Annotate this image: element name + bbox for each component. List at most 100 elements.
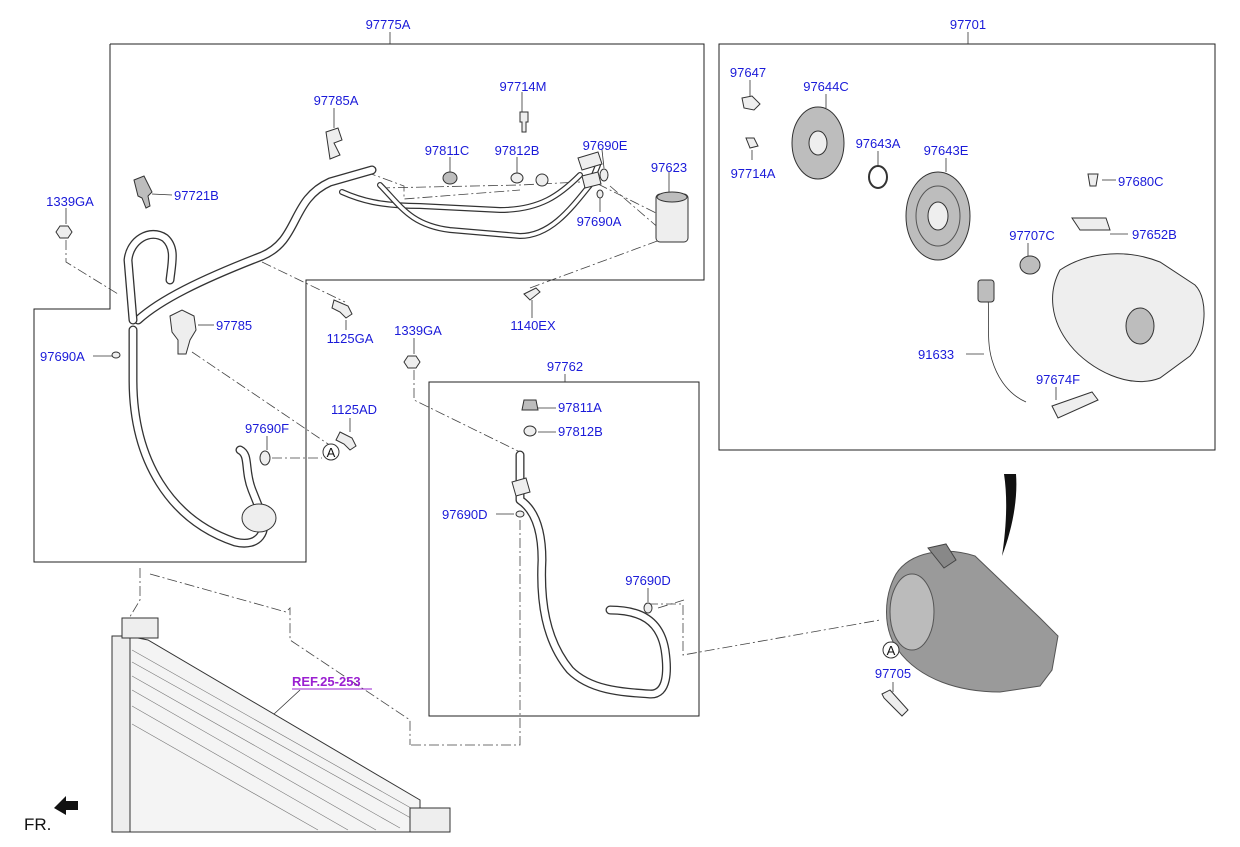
o-ring-97690a-left [111,351,121,359]
label-97690a-left: 97690A [40,349,85,364]
label-97811c: 97811C [425,143,470,158]
label-97705: 97705 [875,666,911,681]
label-97690e: 97690E [583,138,628,153]
label-1339ga-mid: 1339GA [394,323,442,338]
assembly-line [379,181,581,189]
muffler [241,503,277,533]
switch-97674f [1051,391,1099,419]
compressor-top-fitting [927,543,957,569]
bracket-97652b [1071,217,1111,231]
assembly-line [413,370,521,453]
bolt-97714m [519,111,529,133]
bracket-97785a [325,127,343,160]
box-97775a [33,43,705,563]
nut-1339ga-left [55,225,73,239]
suction-pipe-core [516,451,670,698]
leader-ref [273,689,301,715]
condenser-header [121,617,159,639]
cap-97811a [521,399,539,411]
bolt-1125ga [331,299,353,319]
label-97690f: 97690F [245,421,289,436]
assembly-line [657,599,685,609]
reference-link[interactable]: REF.25-253 [292,674,361,689]
label-97762: 97762 [547,359,583,374]
clamp-97785 [169,309,197,355]
assembly-line [648,603,881,656]
assembly-line [191,351,335,449]
connector-91633 [977,279,995,303]
assembly-line [261,261,346,303]
o-ring-97690f [259,450,271,466]
marker-a-right [882,641,900,659]
label-97811a: 97811A [558,400,602,415]
label-97812b-top: 97812B [495,143,540,158]
assembly-line [410,520,521,746]
label-97690d-right: 97690D [625,573,671,588]
liquid-pipe-lower-core [378,163,600,238]
label-97680c: 97680C [1118,174,1164,189]
compressor-port [1125,307,1155,345]
box-97701 [718,43,1216,451]
bolt-97647 [741,95,761,111]
label-97674f: 97674F [1036,372,1080,387]
fitting-97812b [535,173,549,187]
assembly-line [529,239,661,289]
assembly-line [149,573,411,745]
o-ring-97690d-left [515,510,525,518]
label-1140ex: 1140EX [510,318,556,333]
condenser-bracket [409,807,451,833]
assembly-line [65,240,119,295]
label-97701: 97701 [950,17,986,32]
label-1339ga-left: 1339GA [46,194,94,209]
label-97647: 97647 [730,65,766,80]
front-label: FR. [24,815,51,834]
bolt-1125ad [335,431,357,451]
valve-core-97812b [510,172,524,184]
label-97643a: 97643A [856,136,901,151]
pipe-fitting-lower [581,171,602,189]
nut-1339ga-mid [403,355,421,369]
snap-ring-97643a [868,165,888,189]
label-97775a: 97775A [366,17,411,32]
condenser-tank [111,635,131,833]
valve-core-97812b-mid [523,425,537,437]
bolt-97680c [1087,173,1099,187]
harness-91633 [987,297,1027,403]
condenser-core [127,635,421,833]
liquid-pipe-upper-core [340,173,582,212]
hose-riser-core [124,231,176,324]
label-1125ga: 1125GA [327,331,374,346]
pulley-groove [915,185,961,247]
bolt-97705 [881,689,909,717]
box-97762 [428,381,700,717]
discharge-hose-core [134,166,376,324]
o-ring-97690d-right [643,602,653,614]
label-97690d-left: 97690D [442,507,488,522]
pulley-center [927,201,949,231]
fitting-block [511,477,531,497]
label-97652b: 97652B [1132,227,1177,242]
label-97643e: 97643E [924,143,969,158]
label-97721b: 97721B [174,188,219,203]
condenser-fins [131,649,419,831]
compressor-pulley-face [889,573,935,651]
assembly-line [127,568,141,621]
label-97714a: 97714A [731,166,776,181]
front-direction-arrow [54,796,78,815]
bolt-1140ex [523,287,541,301]
cap-97707c [1019,255,1041,275]
pipe-fitting-97690e [577,151,603,171]
label-97785: 97785 [216,318,252,333]
cap-97811c [442,171,458,185]
label-97785a: 97785A [314,93,359,108]
label-91633: 91633 [918,347,954,362]
clutch-hub-center [808,130,828,156]
label-97644c: 97644C [803,79,849,94]
o-ring-97690a-top [596,189,604,199]
label-1125ad: 1125AD [331,402,377,417]
pressure-sensor-97721b [133,175,153,209]
bolt-97714a [745,137,759,149]
label-97690a-top: 97690A [577,214,622,229]
marker-a-left [322,443,340,461]
